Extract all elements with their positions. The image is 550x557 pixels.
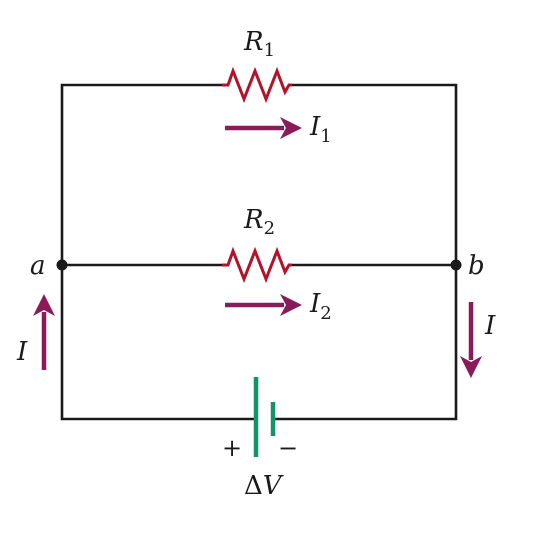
label-r1: R1 xyxy=(243,27,275,61)
top-wire-left xyxy=(60,83,224,267)
label-battery-plus: + xyxy=(222,434,242,462)
label-r2: R2 xyxy=(243,205,275,239)
current-arrow-left-up xyxy=(33,294,55,370)
resistor-r2 xyxy=(222,246,292,284)
current-arrow-right-down xyxy=(460,302,482,378)
label-node-a: a xyxy=(30,251,46,281)
label-battery-minus: − xyxy=(278,434,298,462)
battery xyxy=(253,377,276,457)
node-b-dot xyxy=(450,259,462,271)
circuit-wires xyxy=(60,83,458,421)
label-i2: I2 xyxy=(309,289,332,324)
label-i1: I1 xyxy=(309,112,332,147)
bottom-wire-left xyxy=(60,263,258,421)
resistor-r1 xyxy=(222,66,292,104)
label-node-b: b xyxy=(468,251,485,281)
label-current-left: I xyxy=(16,337,28,367)
label-current-right: I xyxy=(484,311,496,341)
label-battery-voltage: ΔV xyxy=(244,471,284,501)
top-wire-right xyxy=(290,83,458,267)
current-arrow-i2 xyxy=(225,294,302,316)
bottom-wire-right xyxy=(271,263,458,421)
node-a-dot xyxy=(56,259,68,271)
current-arrow-i1 xyxy=(225,117,302,139)
